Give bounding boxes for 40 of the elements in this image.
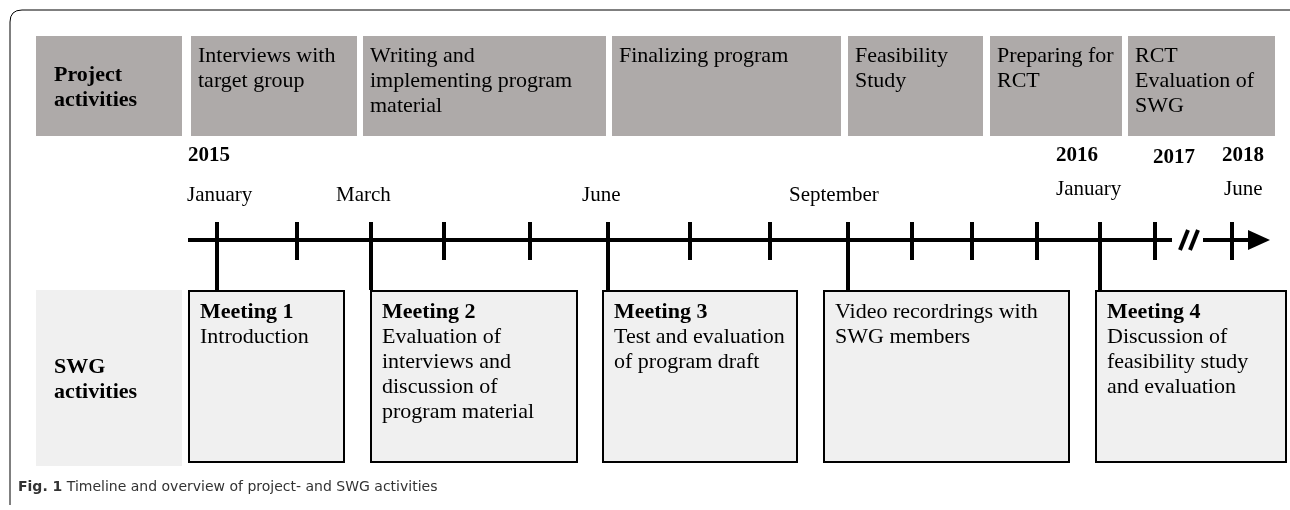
body-text: Test and evaluation of program draft: [614, 323, 786, 373]
meeting-box: [602, 290, 798, 463]
meeting-box: [823, 290, 1070, 463]
body-text: RCT Evaluation of SWG: [1135, 42, 1256, 117]
body-text: Discussion of feasibility study and evaluation: [1107, 323, 1250, 398]
month-label: March: [336, 182, 391, 207]
activity-bar: [990, 36, 1122, 136]
year-label: 2017: [1153, 144, 1195, 169]
body-text: Writing and implementing program material: [370, 42, 574, 117]
activity-bar: [191, 36, 357, 136]
heading-text: Meeting 4: [1107, 298, 1202, 323]
month-label: June: [582, 182, 621, 207]
body-text: Preparing for RCT: [997, 42, 1115, 92]
body-text: Feasibility Study: [855, 42, 949, 92]
year-label: 2015: [188, 142, 230, 167]
body-text: Interviews with target group: [198, 42, 337, 92]
body-text: Introduction: [200, 323, 310, 348]
month-label: June: [1224, 176, 1263, 201]
body-text: Evaluation of interviews and discussion of program material: [382, 323, 536, 423]
meeting-box: [188, 290, 345, 463]
month-label: January: [187, 182, 253, 207]
activity-bar: [848, 36, 983, 136]
row-header: [36, 36, 182, 136]
month-label: January: [1056, 176, 1122, 201]
activity-bar: [1128, 36, 1275, 136]
meeting-box: [1095, 290, 1287, 463]
year-label: 2016: [1056, 142, 1098, 167]
body-text: Finalizing program: [619, 42, 790, 67]
heading-text: Meeting 1: [200, 298, 295, 323]
activity-bar: [363, 36, 606, 136]
heading-text: Meeting 2: [382, 298, 477, 323]
activity-bar: [612, 36, 841, 136]
meeting-box: [370, 290, 578, 463]
year-label: 2018: [1222, 142, 1264, 167]
heading-text: SWG activities: [54, 353, 139, 403]
month-label: September: [789, 182, 879, 207]
heading-text: Meeting 3: [614, 298, 709, 323]
body-text: Video recordrings with SWG members: [835, 298, 1039, 348]
heading-text: Project activities: [54, 61, 139, 111]
figure-caption: Fig. 1 Timeline and overview of project- and SWG activities: [18, 478, 438, 494]
